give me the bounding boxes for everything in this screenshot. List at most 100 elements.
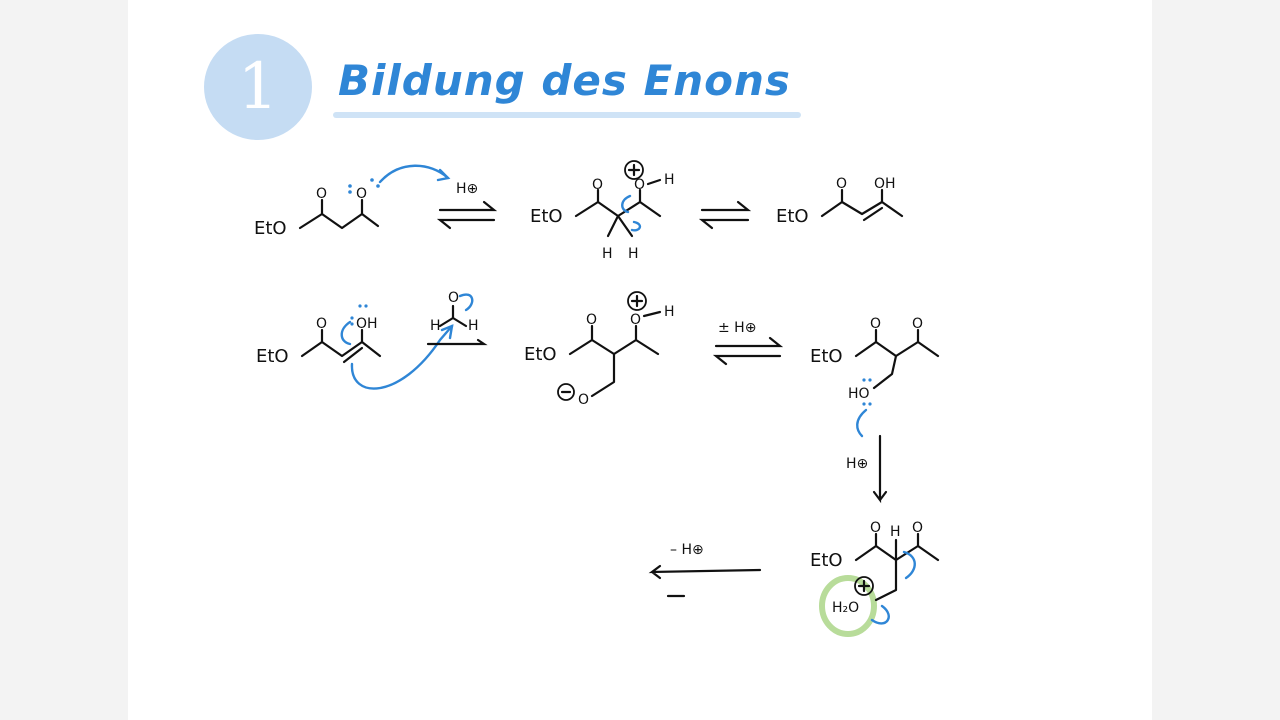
oxygen-label: O <box>634 177 645 193</box>
water-label: H₂O <box>832 600 859 616</box>
positive-charge <box>854 576 874 596</box>
carbon-chain <box>298 212 380 230</box>
plus-sign <box>630 294 644 308</box>
plus-sign <box>857 579 871 593</box>
oxygen-label: O <box>912 520 923 536</box>
oxygen-label: O <box>316 186 327 202</box>
positive-charge <box>624 160 644 180</box>
formaldehyde: O H H <box>426 290 488 346</box>
lone-pair-dot <box>868 402 872 406</box>
oxygen-label: O <box>836 176 847 192</box>
negative-charge <box>557 383 575 401</box>
curved-arrow <box>902 550 916 580</box>
oxygen-label: O <box>630 312 641 328</box>
arrow-head <box>440 324 454 340</box>
curved-arrow <box>458 293 474 312</box>
ch2-oh-bond <box>872 354 898 390</box>
plus-sign <box>627 163 641 177</box>
lone-pair-dot <box>364 304 368 308</box>
oxygen-label: O <box>356 186 367 202</box>
hydrogen-label: H <box>602 246 613 262</box>
curved-arrow <box>621 194 632 214</box>
lone-pair-dot <box>358 304 362 308</box>
oxygen-label: O <box>586 312 597 328</box>
step-number: 1 <box>237 50 279 124</box>
reaction-arrow-left <box>648 564 762 580</box>
c-h-bond <box>616 214 634 238</box>
hydrogen-label: H <box>430 318 441 334</box>
h-plus-label: H⊕ <box>846 456 868 472</box>
oxygen-label: O <box>870 520 881 536</box>
title-underline <box>333 112 801 118</box>
positive-charge <box>627 291 647 311</box>
eto-label: EtO <box>776 206 809 227</box>
lone-pair-dot <box>868 378 872 382</box>
reaction-arrow <box>426 338 488 346</box>
arrow-head <box>436 168 451 182</box>
molecule-7-oxonium: EtO O H O H₂O <box>810 520 940 637</box>
lone-pair-dot <box>862 378 866 382</box>
eto-label: EtO <box>256 346 289 367</box>
curved-arrow <box>856 408 868 438</box>
o-h-bond <box>646 178 662 186</box>
step-badge <box>204 34 312 140</box>
eto-label: EtO <box>810 346 843 367</box>
curved-arrow <box>340 320 352 346</box>
lone-pair-dot <box>348 190 352 194</box>
carbon-chain <box>820 200 904 218</box>
lone-pair-dot <box>348 184 352 188</box>
reaction-arrow-down <box>872 434 888 504</box>
ch2-o-bond <box>874 558 898 602</box>
equilibrium-arrow-2 <box>698 200 752 230</box>
carbon-chain <box>568 338 660 356</box>
hydroxyl-label: HO <box>848 386 870 402</box>
oxygen-label: O <box>592 177 603 193</box>
oxygen-label: O <box>870 316 881 332</box>
oxygen-label: O <box>316 316 327 332</box>
eto-label: EtO <box>530 206 563 227</box>
oxygen-label: O <box>912 316 923 332</box>
eto-label: EtO <box>254 218 287 239</box>
hydroxyl-label: OH <box>356 316 378 332</box>
hydrogen-label: H <box>664 172 675 188</box>
equilibrium-arrow-3 <box>712 336 784 366</box>
lone-pair-dot <box>376 184 380 188</box>
eto-label: EtO <box>810 550 843 571</box>
lone-pair-dot <box>370 178 374 182</box>
lone-pair-dot <box>350 322 354 326</box>
carbon-chain <box>574 200 662 218</box>
molecule-5-alkoxide: EtO O O H O <box>524 291 675 408</box>
curved-arrow <box>870 604 890 625</box>
hydrogen-label: H <box>628 246 639 262</box>
carbon-chain <box>854 340 940 358</box>
lone-pair-dot <box>350 316 354 320</box>
h-plus-label: H⊕ <box>456 181 478 197</box>
o-h-bond <box>642 310 662 318</box>
oxygen-label: O <box>578 392 589 408</box>
hydrogen-label: H <box>664 304 675 320</box>
eto-label: EtO <box>524 344 557 365</box>
double-bond <box>862 206 884 222</box>
lone-pair-dot <box>862 402 866 406</box>
leaving-group-highlight <box>819 575 877 637</box>
page-title: Bildung des Enons <box>338 56 791 105</box>
c-h-bonds <box>438 316 468 328</box>
molecule-1-ethyl-acetoacetate: EtO O O <box>254 164 451 239</box>
hydrogen-label: H <box>890 524 901 540</box>
curved-arrow <box>630 220 642 232</box>
pm-h-plus-label: ± H⊕ <box>718 320 756 336</box>
molecule-3-enol: EtO O OH <box>776 176 904 227</box>
molecule-2-protonated: EtO O O H H H <box>530 160 675 262</box>
oxygen-label: O <box>448 290 459 306</box>
equilibrium-arrow-1 <box>436 200 498 230</box>
c-h-bond <box>606 214 620 238</box>
minus-h-plus-label: – H⊕ <box>670 542 704 558</box>
ch2-o-bond <box>590 352 616 398</box>
molecule-6-hydroxymethyl: EtO O O HO <box>810 316 940 438</box>
hydrogen-label: H <box>468 318 479 334</box>
carbon-chain <box>300 340 382 358</box>
hydroxyl-label: OH <box>874 176 896 192</box>
double-bond <box>342 346 364 364</box>
